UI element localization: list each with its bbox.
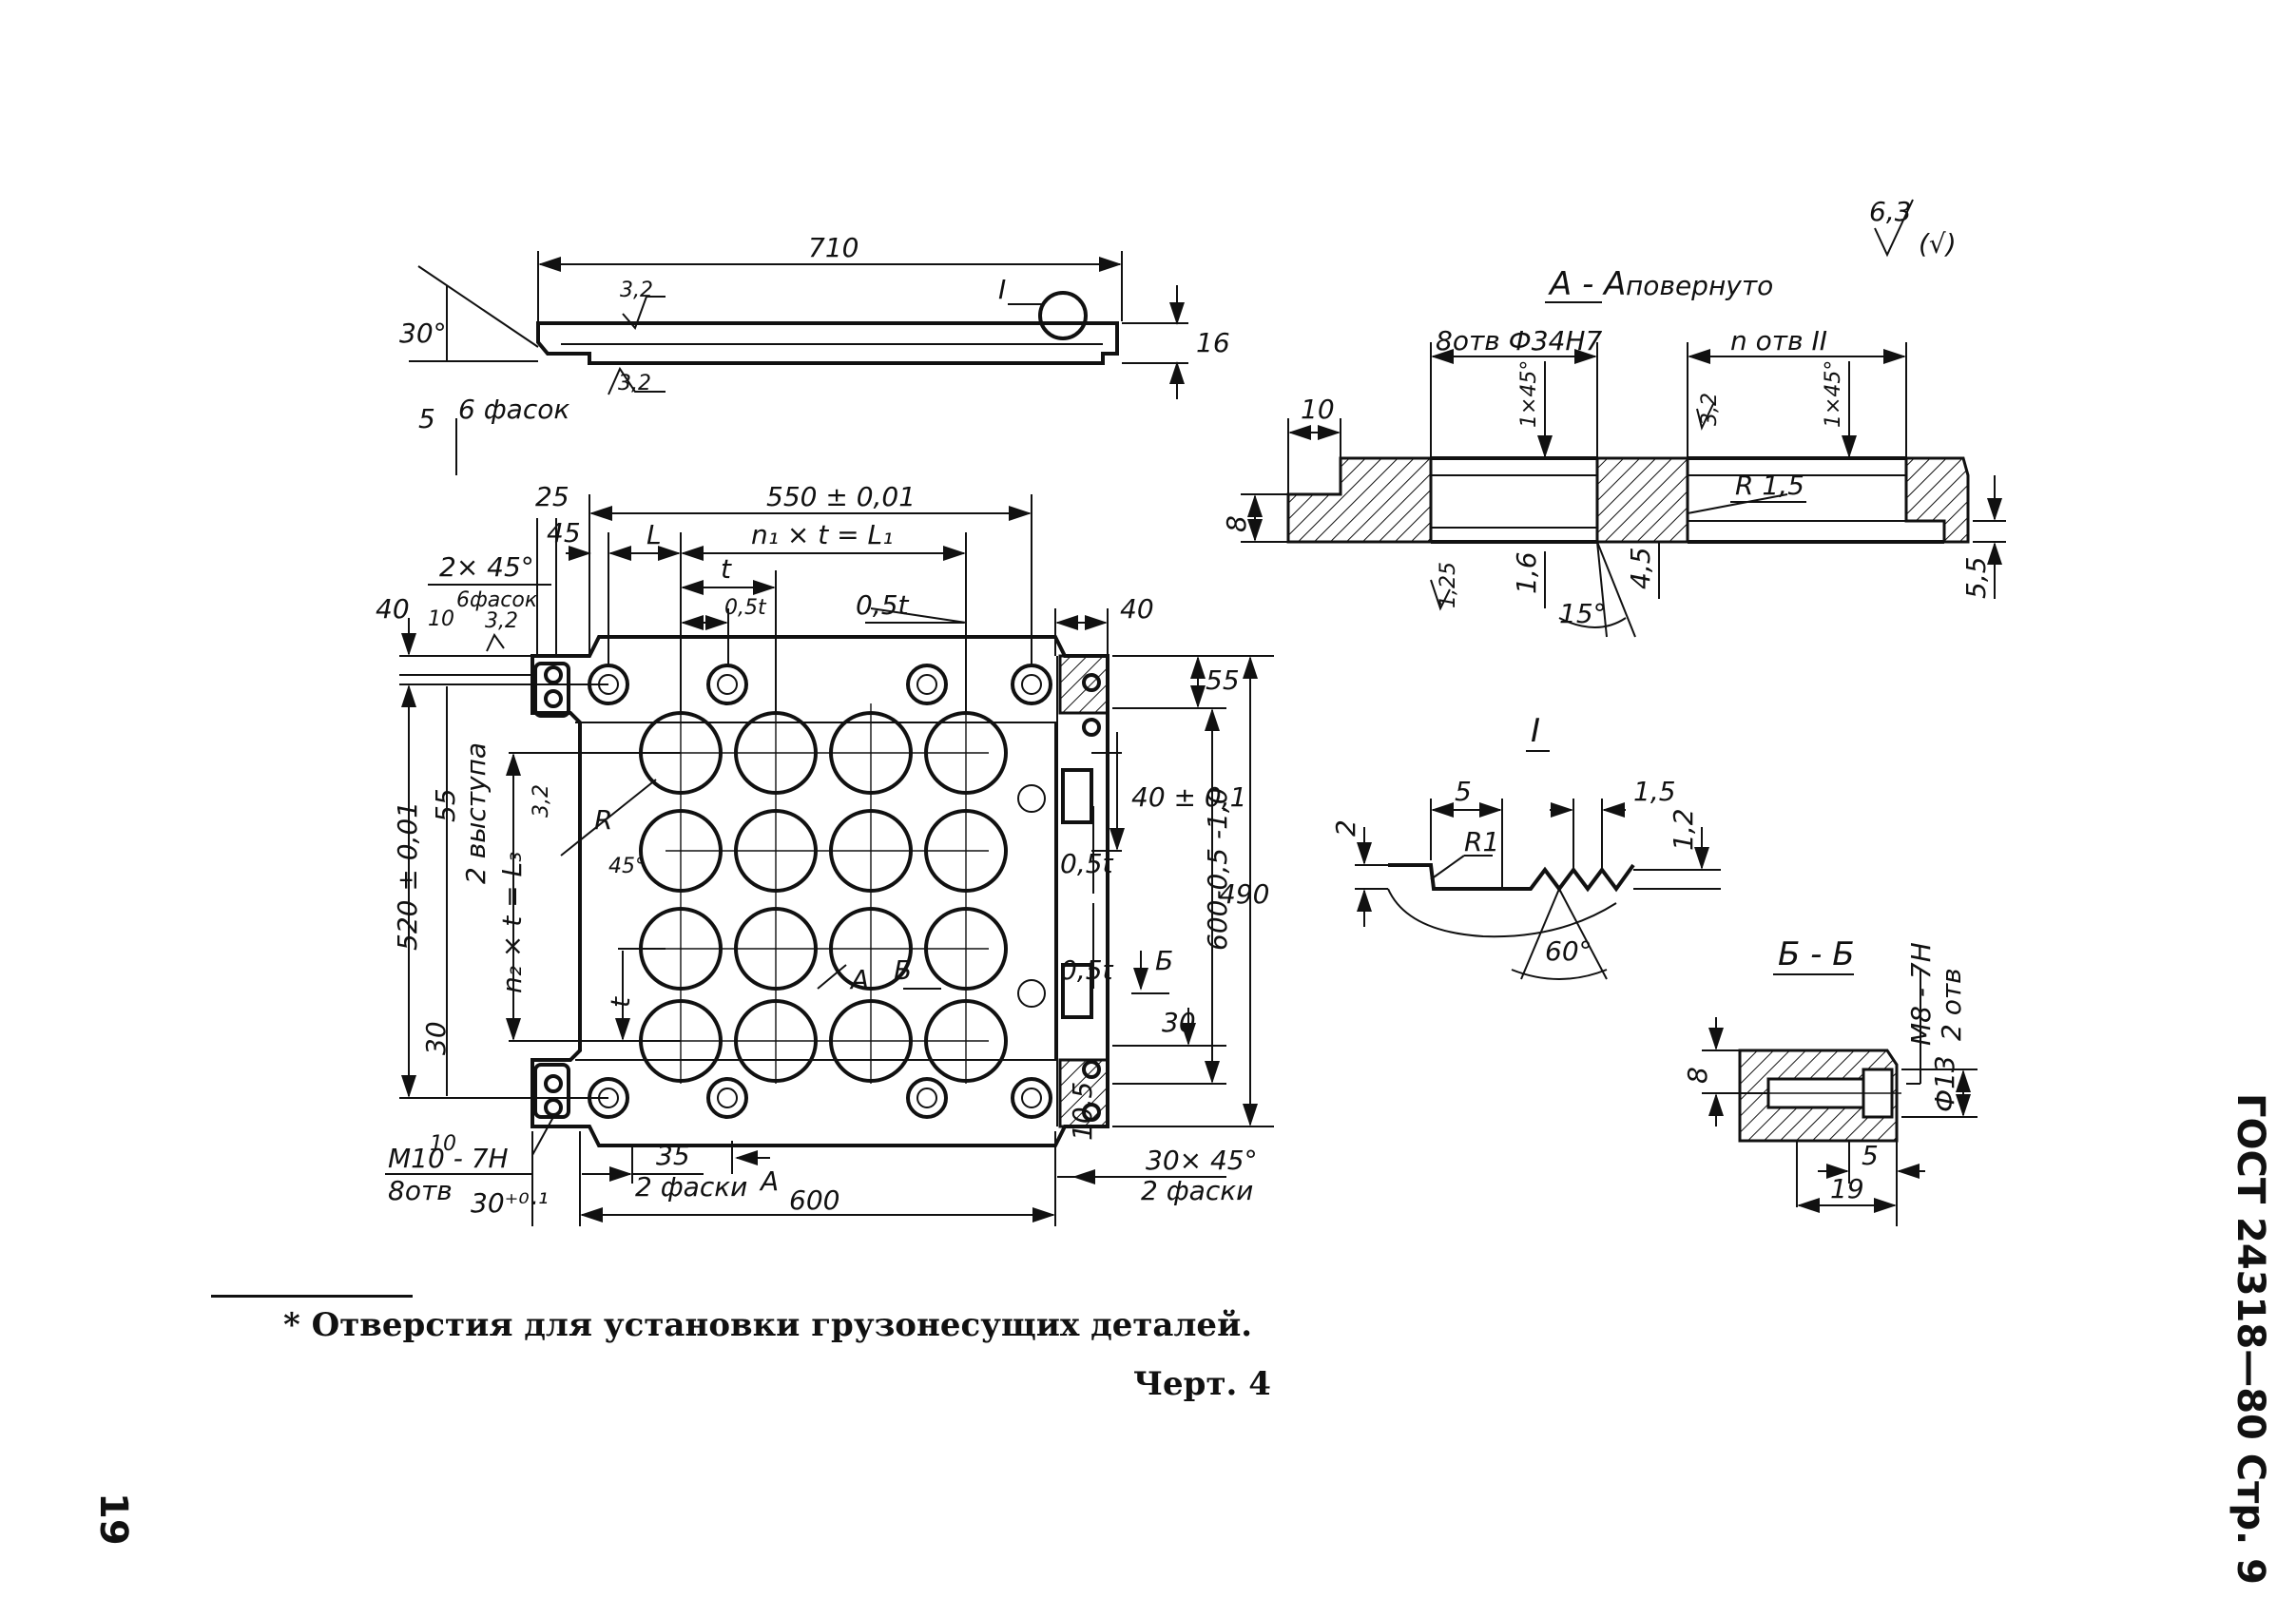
BB-dim-5: 5 — [1862, 1140, 1879, 1171]
dim-55-left: 55 — [430, 788, 461, 822]
dim-40-right: 40 — [1120, 593, 1154, 625]
bore-note-AA: 8отв Ф34Н7 — [1436, 325, 1602, 356]
two-protrusions: 2 выступа — [460, 742, 492, 884]
BB-holes-2: 2 отв — [1936, 968, 1967, 1041]
dim-35: 35 — [656, 1140, 690, 1171]
roughness-paren: (√) — [1919, 228, 1957, 260]
BB-phi-13: Ф13 — [1929, 1055, 1960, 1112]
dim-05t-a: 0,5t — [724, 596, 767, 620]
dim-30-right: 30 — [1162, 1007, 1196, 1038]
dim-05t-b: 0,5t — [856, 589, 910, 621]
dim-600-tol: 600-0,5 -1,0 — [1202, 787, 1233, 951]
detail-dim-5: 5 — [1455, 776, 1472, 807]
detail-I-title: I — [1531, 712, 1540, 750]
dim-5-5: 5,5 — [1960, 556, 1992, 599]
dim-1-6: 1,6 — [1511, 551, 1542, 594]
rough-plan: 3,2 — [485, 609, 518, 633]
bore-grid — [639, 703, 1008, 1084]
rough-top-2: 3,2 — [618, 372, 651, 395]
dim-30x45: 30× 45° — [1146, 1145, 1258, 1176]
BB-dim-8: 8 — [1682, 1067, 1713, 1084]
top-height: 16 — [1196, 327, 1230, 358]
gost-header: ГОСТ 24318—80 Стр. 9 — [2228, 1093, 2272, 1585]
detail-angle-60: 60° — [1545, 935, 1592, 967]
dim-25: 25 — [535, 481, 569, 512]
dim-600: 600 — [789, 1184, 839, 1216]
detail-dim-1-2: 1,2 — [1668, 808, 1699, 851]
dim-520: 520 ± 0,01 — [392, 801, 423, 951]
section-B-marker: Б — [894, 954, 912, 986]
roughness-symbol: 6,3 (√) — [1869, 196, 1957, 260]
detail-dim-2: 2 — [1330, 819, 1361, 837]
rough-1-25: 1,25 — [1437, 562, 1460, 608]
dim-05t-d: 0,5t — [1060, 954, 1114, 986]
dim-L: L — [646, 519, 662, 550]
dim-550: 550 ± 0,01 — [766, 481, 916, 512]
thread-m10: M10 - 7H — [388, 1143, 509, 1174]
section-AA-title: A - A — [1548, 265, 1626, 303]
dim-4-5: 4,5 — [1625, 547, 1656, 589]
figure-caption: Черт. 4 — [1133, 1365, 1271, 1403]
corner-bores — [588, 664, 1052, 1119]
chamfers-2: 2 фаски — [635, 1171, 747, 1203]
section-A-marker: A — [849, 964, 869, 995]
detail-radius-1: R1 — [1464, 826, 1499, 857]
m10-count: 8отв — [388, 1175, 453, 1206]
chamfers-2b: 2 фаски — [1141, 1175, 1253, 1206]
rough-AA: 3,2 — [1698, 393, 1722, 426]
top-side-view: 710 16 30° 3,2 3,2 I 5 6 фасок — [399, 232, 1230, 475]
chamfer-note: 6 фасок — [458, 394, 569, 425]
dim-10-5: 10,5 — [1067, 1082, 1098, 1141]
BB-dim-19: 19 — [1830, 1173, 1864, 1204]
detail-dim-1-5: 1,5 — [1633, 776, 1676, 807]
dim-t-left: t — [605, 996, 636, 1008]
section-AA-subtitle: повернуто — [1626, 270, 1773, 301]
dim-40pm: 40 ± 0,1 — [1131, 781, 1246, 813]
m10-holes-right — [1082, 673, 1101, 1122]
dim-R: R — [594, 804, 612, 836]
dim-10-AA: 10 — [1301, 394, 1335, 425]
rough-plan-2: 3,2 — [530, 784, 553, 818]
callout-I: I — [998, 274, 1006, 305]
dim-30p01: 30⁺⁰·¹ — [471, 1187, 549, 1219]
dim-30-left: 30 — [420, 1021, 452, 1055]
dim-6fasok: 6фасок — [456, 588, 538, 612]
rough-top-1: 3,2 — [620, 279, 653, 302]
roughness-value: 6,3 — [1869, 196, 1912, 227]
dim-05t-c: 0,5t — [1060, 848, 1114, 879]
top-angle: 30° — [399, 318, 447, 349]
section-A-marker-2: A — [759, 1165, 779, 1197]
section-B-marker-2: Б — [1155, 945, 1173, 976]
footnote: * Отверстия для установки грузонесущих д… — [283, 1306, 1253, 1344]
m10-holes-left — [544, 665, 563, 1117]
chamfer-size: 5 — [418, 403, 435, 434]
plate-plan-view: 550 ± 0,01 25 45 L n₁ × t = L₁ t 0,5t 0,… — [376, 481, 1274, 1226]
chamfer-1x45-b: 1×45° — [1822, 360, 1845, 428]
detail-I: I 5 1,5 2 R1 1,2 60° — [1330, 712, 1721, 980]
chamfer-1x45-a: 1×45° — [1517, 360, 1541, 428]
dim-45deg: 45° — [608, 855, 646, 878]
top-length: 710 — [808, 232, 859, 263]
page-number: 19 — [91, 1492, 135, 1546]
dim-n1t: n₁ × t = L₁ — [751, 519, 893, 550]
dim-n2t: n₂ × t = L₃ — [496, 852, 528, 993]
footnote-rule — [211, 1295, 413, 1298]
dim-10-small: 10 — [430, 1132, 456, 1156]
dim-45: 45 — [547, 517, 581, 549]
dim-t-top: t — [721, 553, 732, 585]
n-holes-note: n отв II — [1730, 325, 1827, 356]
dim-10: 10 — [428, 607, 454, 631]
section-BB-title: Б - Б — [1778, 935, 1855, 973]
dim-2x45: 2× 45° — [439, 551, 534, 583]
BB-thread-m8: M8 - 7H — [1905, 942, 1937, 1046]
radius-1-5: R 1,5 — [1735, 470, 1804, 501]
dim-55-right: 55 — [1206, 664, 1240, 696]
section-AA: A - A повернуто 8отв Ф34Н7 n отв II 10 1… — [1221, 265, 2006, 638]
dim-40-left: 40 — [376, 593, 410, 625]
angle-15: 15° — [1559, 598, 1607, 629]
dim-8-AA: 8 — [1221, 515, 1252, 532]
section-BB: Б - Б 8 Ф13 M8 - 7H 2 отв 5 19 — [1682, 935, 1978, 1226]
